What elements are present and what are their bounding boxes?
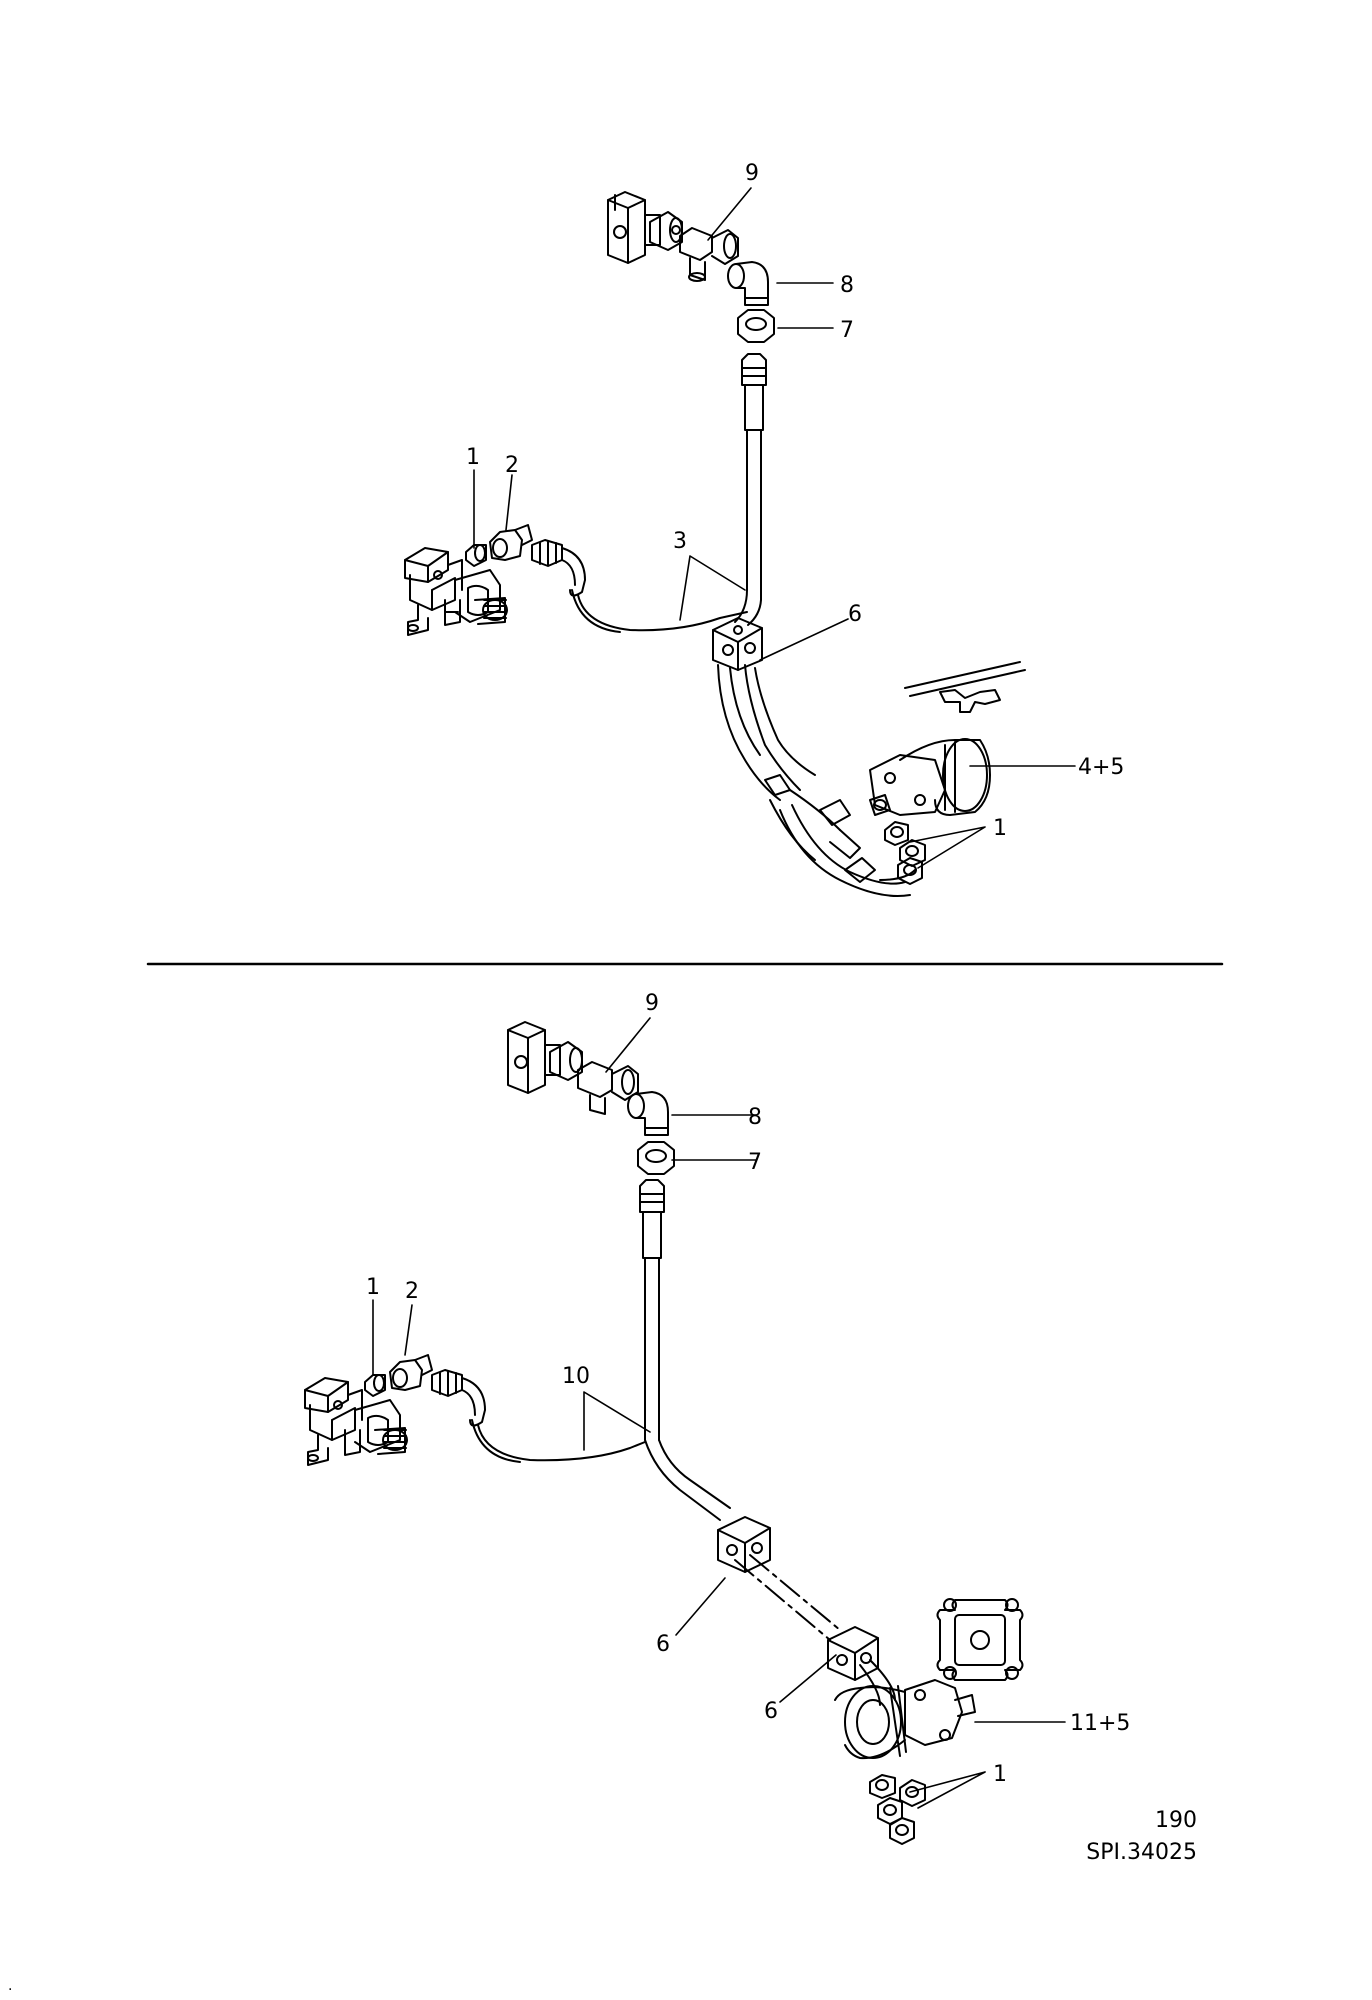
- callout-6-upper: 6: [656, 1632, 670, 1657]
- top-mount-bracket: [607, 191, 661, 264]
- callout-8: 8: [840, 273, 854, 298]
- bottom-assembly: 9 8 7 1 2 10 6 6 11+5 1: [304, 991, 1130, 1845]
- bottom-tee-fitting: [577, 1061, 639, 1115]
- callout-6-lower: 6: [764, 1699, 778, 1724]
- bottom-flange-detail: [936, 1598, 1024, 1681]
- callout-1: 1: [366, 1275, 380, 1300]
- callout-7: 7: [748, 1150, 762, 1175]
- top-hydraulic-motor: [869, 738, 991, 816]
- top-item1-nipple: [465, 544, 487, 567]
- top-labels: 9 8 7 1 2 3 6 4+5 1: [466, 161, 1124, 841]
- bottom-hose-run: [644, 1439, 896, 1706]
- bottom-mount-bracket: [507, 1021, 561, 1094]
- bottom-elbow-fitting: [627, 1091, 669, 1136]
- top-union-fitting: [649, 211, 683, 251]
- callout-6: 6: [848, 602, 862, 627]
- bottom-valve-block: [304, 1377, 408, 1466]
- bottom-motor-fittings: [869, 1774, 926, 1845]
- callout-9: 9: [745, 161, 759, 186]
- top-motor-fittings: [884, 821, 926, 885]
- bottom-clamp-block-lower: [827, 1626, 879, 1681]
- bottom-hydraulic-motor: [834, 1679, 976, 1760]
- bottom-nut: [637, 1141, 675, 1175]
- callout-8: 8: [748, 1105, 762, 1130]
- bottom-hose-end-left: [431, 1369, 486, 1427]
- top-item2-elbow: [489, 524, 533, 561]
- callout-7: 7: [840, 318, 854, 343]
- top-hose-3: [571, 589, 748, 633]
- top-hoses-to-motor: [717, 664, 916, 897]
- page-number: 190: [1155, 1808, 1197, 1833]
- top-frame-bracket: [904, 661, 1026, 713]
- top-clamp-block: [712, 617, 763, 671]
- bottom-leader-lines: [372, 1017, 1066, 1809]
- callout-2: 2: [405, 1279, 419, 1304]
- top-hose-vertical: [734, 353, 767, 626]
- callout-3: 3: [673, 529, 687, 554]
- callout-1-motor: 1: [993, 1762, 1007, 1787]
- top-leader-lines: [473, 187, 1076, 869]
- drawing-reference: SPI.34025: [1086, 1840, 1197, 1865]
- bottom-item2-elbow: [389, 1354, 433, 1391]
- corner-mark: .: [8, 1978, 13, 1994]
- bottom-hose-10: [471, 1419, 646, 1463]
- top-hose-end-left: [531, 539, 586, 597]
- top-elbow-fitting: [727, 261, 769, 306]
- callout-11-5: 11+5: [1070, 1711, 1130, 1736]
- bottom-clamp-block-upper: [717, 1516, 771, 1573]
- top-nut: [737, 309, 775, 343]
- top-assembly: 9 8 7 1 2 3 6 4+5 1: [404, 161, 1124, 897]
- callout-9: 9: [645, 991, 659, 1016]
- bottom-hose-vertical: [639, 1179, 665, 1441]
- callout-2: 2: [505, 453, 519, 478]
- top-valve-block: [404, 547, 508, 636]
- callout-4-5: 4+5: [1078, 755, 1124, 780]
- top-tee-fitting: [679, 227, 739, 282]
- callout-10: 10: [562, 1364, 590, 1389]
- callout-1-motor: 1: [993, 816, 1007, 841]
- callout-1: 1: [466, 445, 480, 470]
- bottom-labels: 9 8 7 1 2 10 6 6 11+5 1: [366, 991, 1130, 1787]
- bottom-item1-nipple: [364, 1374, 386, 1397]
- bottom-union-fitting: [549, 1041, 583, 1081]
